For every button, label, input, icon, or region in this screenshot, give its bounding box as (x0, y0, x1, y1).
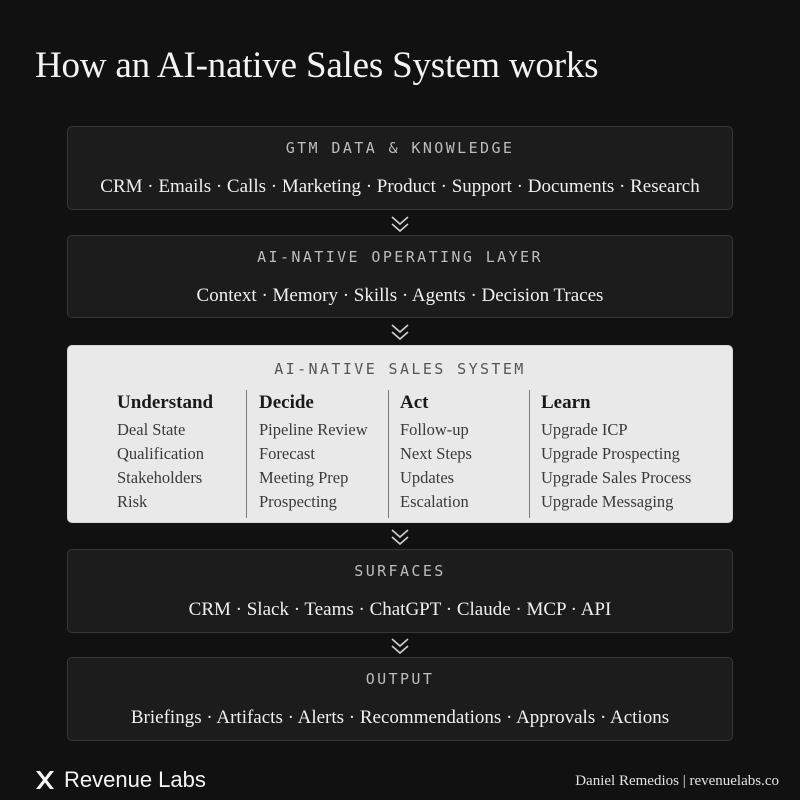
column-item: Updates (400, 468, 455, 487)
column-divider (246, 390, 247, 518)
column-item: Prospecting (259, 492, 337, 511)
column-item: Upgrade Prospecting (541, 444, 680, 463)
layer-output: OUTPUT Briefings · Artifacts · Alerts · … (67, 657, 733, 741)
column-item: Follow-up (400, 420, 469, 439)
layer-heading: AI-NATIVE OPERATING LAYER (257, 248, 543, 266)
column-item: Upgrade ICP (541, 420, 628, 439)
column-divider (388, 390, 389, 518)
column-item: Deal State (117, 420, 186, 439)
column-item: Forecast (259, 444, 315, 463)
column-decide: Decide Pipeline Review Forecast Meeting … (259, 393, 368, 517)
column-title: Act (400, 392, 429, 413)
column-divider (529, 390, 530, 518)
column-understand: Understand Deal State Qualification Stak… (117, 393, 213, 517)
chevron-down-icon (390, 527, 410, 547)
column-item: Qualification (117, 444, 205, 463)
column-item: Next Steps (400, 444, 472, 463)
chevron-down-icon (390, 322, 410, 342)
layer-heading: SURFACES (354, 562, 446, 580)
layer-gtm-data: GTM DATA & KNOWLEDGE CRM · Emails · Call… (67, 126, 733, 210)
column-learn: Learn Upgrade ICP Upgrade Prospecting Up… (541, 393, 691, 517)
column-item: Upgrade Sales Process (541, 468, 692, 487)
layer-heading: AI-NATIVE SALES SYSTEM (274, 360, 526, 378)
layer-items: CRM · Slack · Teams · ChatGPT · Claude ·… (188, 599, 612, 620)
layer-operating: AI-NATIVE OPERATING LAYER Context · Memo… (67, 235, 733, 318)
page-title: How an AI-native Sales System works (35, 45, 599, 86)
layer-heading: GTM DATA & KNOWLEDGE (285, 139, 515, 157)
column-title: Learn (541, 392, 591, 413)
column-item: Escalation (400, 492, 469, 511)
x-logo-icon (34, 769, 56, 791)
column-item: Upgrade Messaging (541, 492, 674, 511)
column-item: Pipeline Review (259, 420, 368, 439)
chevron-down-icon (390, 636, 410, 656)
column-item: Stakeholders (117, 468, 203, 487)
column-title: Decide (259, 392, 314, 413)
layer-heading: OUTPUT (365, 670, 435, 688)
chevron-down-icon (390, 214, 410, 234)
column-act: Act Follow-up Next Steps Updates Escalat… (400, 393, 472, 517)
column-item: Meeting Prep (259, 468, 349, 487)
layer-sales-system: AI-NATIVE SALES SYSTEM Understand Deal S… (67, 345, 733, 523)
brand-name: Revenue Labs (64, 767, 206, 792)
layer-surfaces: SURFACES CRM · Slack · Teams · ChatGPT ·… (67, 549, 733, 633)
column-title: Understand (117, 392, 214, 413)
layer-items: CRM · Emails · Calls · Marketing · Produ… (100, 176, 700, 197)
author-credit: Daniel Remedios | revenuelabs.co (575, 773, 779, 789)
layer-items: Briefings · Artifacts · Alerts · Recomme… (130, 707, 670, 728)
column-item: Risk (117, 492, 148, 511)
brand-logo: Revenue Labs (34, 765, 206, 795)
layer-items: Context · Memory · Skills · Agents · Dec… (196, 285, 604, 306)
